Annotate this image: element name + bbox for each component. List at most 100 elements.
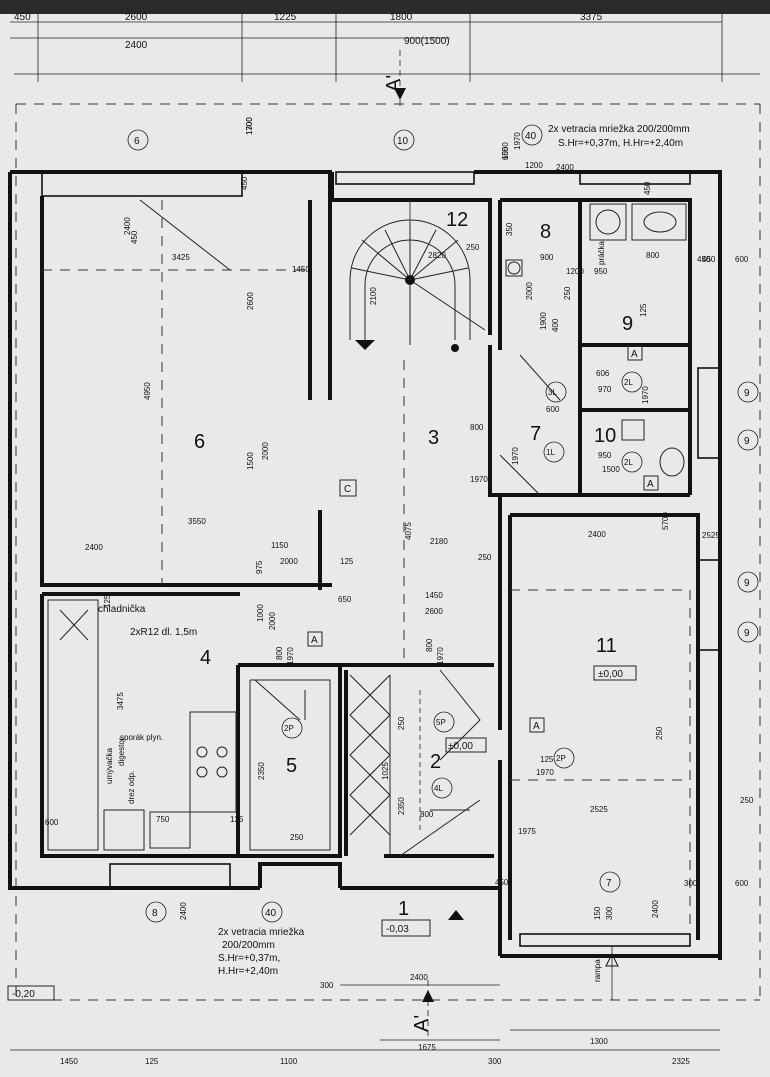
- room-number-2: 2: [430, 751, 441, 773]
- dimension-label: 900: [540, 253, 554, 262]
- spiral-staircase: [349, 200, 486, 352]
- dimension-label: 2000: [261, 442, 270, 460]
- dimension-label: 2400: [85, 543, 103, 552]
- dimension-label: 2350: [397, 797, 406, 815]
- door-tag-circle: [543, 441, 565, 463]
- room-level-1: -0,03: [386, 924, 409, 935]
- dimension-label: 1200: [566, 267, 584, 276]
- dimension-label: 450: [495, 878, 509, 887]
- kitchen-stove-label: sporák plyn.: [120, 733, 163, 742]
- dimension-label: 3550: [188, 517, 206, 526]
- room-number-4: 4: [200, 647, 211, 669]
- dimension-label: 300: [684, 879, 698, 888]
- door-tag-label: 5P: [436, 718, 446, 727]
- outer-walls: [8, 170, 722, 960]
- vent-note-bottom-line3: S.Hr=+0,37m,: [218, 953, 280, 964]
- ramp: [605, 946, 619, 1000]
- dimension-label: 125: [230, 815, 244, 824]
- door-tag-label: 2P: [556, 754, 566, 763]
- dimension-label: 1450: [60, 1057, 78, 1066]
- door-tag-label: 2L: [624, 378, 633, 387]
- dimension-label: 125: [103, 594, 112, 608]
- axis-circle: [521, 124, 543, 146]
- section-mark-top: A': [383, 50, 406, 110]
- door-tag-circle: [621, 451, 643, 473]
- dimension-label: 250: [478, 553, 492, 562]
- axis-circle: [261, 901, 283, 923]
- door-tag-circle: [281, 717, 303, 739]
- dim-top-2400: 2400: [125, 40, 148, 51]
- dimension-label: 1025: [381, 762, 390, 780]
- dimension-label: 1700: [245, 117, 254, 135]
- dim-top-1225: 1225: [274, 12, 297, 23]
- dimension-label: 450: [697, 255, 711, 264]
- dimension-label: 350: [505, 222, 514, 236]
- dimension-label: 250: [655, 726, 664, 740]
- axis-label: 7: [606, 878, 612, 889]
- room-number-3: 3: [428, 427, 439, 449]
- door-tag-circle: [431, 777, 453, 799]
- vent-note-bottom-line1: 2x vetracia mriežka: [218, 927, 305, 938]
- door-tag-label: 3L: [548, 388, 557, 397]
- axis-label: 40: [265, 908, 277, 919]
- axis-circle: [393, 129, 415, 151]
- section-mark-bottom: A': [411, 980, 434, 1040]
- dim-top-450: 450: [14, 12, 31, 23]
- vent-note-bottom-line2: 200/200mm: [222, 940, 275, 951]
- dimension-label: 800: [420, 810, 434, 819]
- dimension-label: 950: [594, 267, 608, 276]
- room-number-7: 7: [530, 423, 541, 445]
- axis-circle: [737, 621, 759, 643]
- door-tag-circle: [433, 711, 455, 733]
- axis-circle: [127, 129, 149, 151]
- overhang-dashed-outline: [15, 103, 761, 1001]
- dimension-label: 600: [735, 879, 749, 888]
- dimension-label: 750: [156, 815, 170, 824]
- dimension-label: 1970: [436, 647, 445, 665]
- dimension-label: 250: [466, 243, 480, 252]
- interior-walls: [40, 172, 700, 940]
- dimension-label: 2100: [369, 287, 378, 305]
- bottom-dimension-lines: [10, 984, 720, 1051]
- door-letter-tag: A: [311, 635, 318, 646]
- dimension-label: 1970: [511, 447, 520, 465]
- dimension-label: 1500: [246, 452, 255, 470]
- dimension-label: 800: [275, 646, 284, 660]
- door-tag-label: 2L: [624, 458, 633, 467]
- bathroom-fixtures: [505, 203, 687, 477]
- dimension-label: 250: [740, 796, 754, 805]
- scan-shadow: [0, 0, 770, 14]
- room-number-12: 12: [446, 209, 468, 231]
- room-number-5: 5: [286, 755, 297, 777]
- dimension-label: 1970: [513, 132, 522, 150]
- dimension-label: 450: [240, 176, 249, 190]
- axis-circle: [599, 871, 621, 893]
- dimension-label: 1300: [590, 1037, 608, 1046]
- axis-label: 10: [397, 136, 409, 147]
- vent-note-bottom-line4: H.Hr=+2,40m: [218, 966, 278, 977]
- hall-level: ±0,00: [448, 741, 473, 752]
- dimension-label: 450: [643, 181, 652, 195]
- dimension-label: 125: [639, 303, 648, 317]
- dimension-label: 2600: [246, 292, 255, 310]
- dimension-label: 4075: [404, 522, 413, 540]
- kitchen-fixtures: [47, 599, 237, 851]
- dimension-label: 250: [397, 716, 406, 730]
- dimension-label: 300: [488, 1057, 502, 1066]
- door-tag-label: 4L: [434, 784, 443, 793]
- dimension-label: 1970: [536, 768, 554, 777]
- axis-label: 8: [152, 908, 158, 919]
- door-tag-label: 1L: [546, 448, 555, 457]
- dim-top-1800: 1800: [390, 12, 413, 23]
- door-letter-tag: A: [631, 349, 638, 360]
- dimension-label: 2400: [651, 900, 660, 918]
- washer-label: práčka: [597, 240, 606, 265]
- dimension-label: 2000: [268, 612, 277, 630]
- room-number-8: 8: [540, 221, 551, 243]
- kitchen-hood-label: digestor: [117, 737, 126, 766]
- dimension-label: 3475: [116, 692, 125, 710]
- closet-diagonals: [139, 199, 561, 496]
- axis-label: 40: [525, 131, 537, 142]
